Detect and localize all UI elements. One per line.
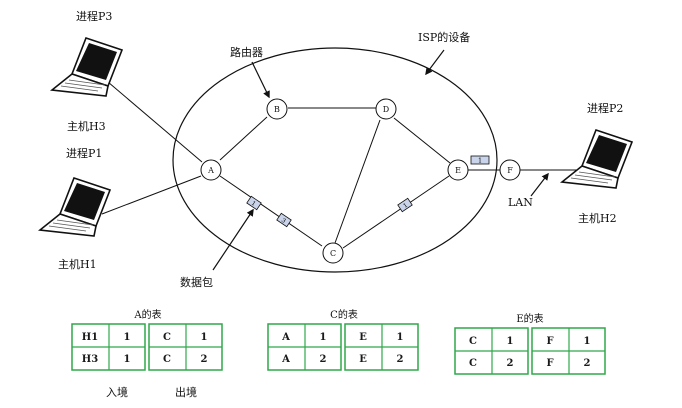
- pointer-arrows: [212, 49, 549, 271]
- label-ingress: 入境: [106, 385, 128, 399]
- isp-boundary: [172, 47, 498, 273]
- label-host-h1: 主机H1: [58, 257, 97, 271]
- label-process-p3: 进程P3: [76, 10, 112, 23]
- table-c-in-r1-c1: A: [281, 332, 290, 343]
- packet-e-out: 1: [470, 155, 490, 165]
- table-a-in-r1-c1: H1: [82, 332, 98, 343]
- table-e-out-r2-c2: 2: [584, 358, 591, 369]
- label-host-h3: 主机H3: [67, 119, 106, 133]
- laptop-h1-icon[interactable]: [39, 177, 111, 237]
- label-lan: LAN: [508, 196, 533, 209]
- router-a-label: A: [207, 166, 214, 175]
- table-a-out-r2-c2: 2: [201, 354, 208, 365]
- table-e: E的表 C 1 C 2 F 1 F 2: [454, 312, 606, 375]
- svg-text:1: 1: [250, 200, 257, 208]
- table-a-out-r2-c1: C: [163, 354, 171, 365]
- table-e-title: E的表: [516, 312, 543, 325]
- table-a-out-r1-c1: C: [163, 332, 171, 343]
- table-c-in-r1-c2: 1: [320, 332, 327, 343]
- table-e-in-r2-c1: C: [469, 358, 477, 369]
- table-a-out-r1-c2: 1: [201, 332, 208, 343]
- router-f[interactable]: F: [499, 159, 521, 181]
- packet-ab-right: 3: [276, 212, 292, 228]
- table-e-in-r1-c1: C: [469, 336, 477, 347]
- table-e-out-r2-c1: F: [546, 358, 553, 369]
- router-c-label: C: [330, 249, 336, 258]
- table-c-out-r2-c1: E: [359, 354, 367, 365]
- router-d-label: D: [383, 105, 389, 114]
- label-packet: 数据包: [180, 275, 213, 289]
- table-e-out-r1-c2: 1: [584, 336, 591, 347]
- packet-ab-left: 1: [246, 195, 262, 211]
- packet-ce: 1: [397, 197, 413, 213]
- table-a: A的表 H1 1 H3 1 C 1 C 2 入境 出境: [71, 308, 223, 399]
- router-d[interactable]: D: [375, 98, 397, 120]
- table-c-out-r2-c2: 2: [397, 354, 404, 365]
- label-egress: 出境: [175, 385, 197, 399]
- router-f-label: F: [507, 166, 513, 175]
- table-a-in-r1-c2: 1: [124, 332, 131, 343]
- svg-text:3: 3: [280, 217, 287, 225]
- table-e-in-r2-c2: 2: [507, 358, 514, 369]
- label-router: 路由器: [230, 45, 263, 59]
- table-e-in-r1-c2: 1: [507, 336, 514, 347]
- router-c[interactable]: C: [322, 242, 344, 264]
- table-e-out-r1-c1: F: [546, 336, 553, 347]
- laptop-h3-icon[interactable]: [51, 37, 123, 97]
- svg-text:1: 1: [478, 158, 482, 165]
- label-process-p1: 进程P1: [66, 147, 102, 160]
- table-c-out-r1-c1: E: [359, 332, 367, 343]
- table-c-in-r2-c2: 2: [320, 354, 327, 365]
- svg-text:1: 1: [402, 202, 409, 210]
- router-e[interactable]: E: [447, 159, 469, 181]
- links: [101, 81, 580, 249]
- table-a-in-r2-c1: H3: [82, 354, 98, 365]
- router-b[interactable]: B: [266, 98, 288, 120]
- table-a-in-r2-c2: 1: [124, 354, 131, 365]
- table-c-in-r2-c1: A: [281, 354, 290, 365]
- laptop-h2-icon[interactable]: [561, 129, 633, 189]
- table-a-title: A的表: [133, 308, 161, 321]
- table-c: C的表 A 1 A 2 E 1 E 2: [267, 308, 419, 371]
- router-b-label: B: [274, 105, 280, 114]
- label-isp-equipment: ISP的设备: [418, 30, 470, 44]
- label-process-p2: 进程P2: [587, 102, 623, 115]
- label-host-h2: 主机H2: [578, 211, 617, 225]
- router-e-label: E: [455, 166, 461, 175]
- router-a[interactable]: A: [200, 159, 222, 181]
- table-c-out-r1-c2: 1: [397, 332, 404, 343]
- table-c-title: C的表: [330, 308, 358, 321]
